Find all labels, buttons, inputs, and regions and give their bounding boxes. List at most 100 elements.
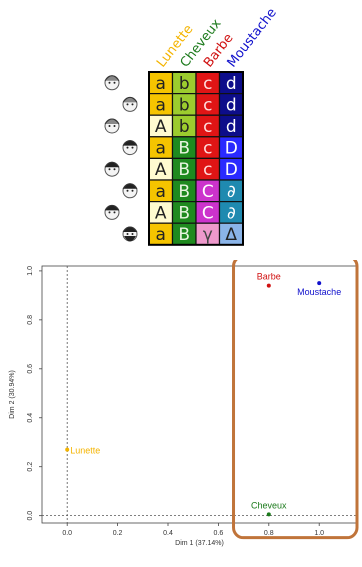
face-eye (113, 81, 116, 84)
face-eye (126, 103, 129, 106)
face-eye (126, 189, 129, 192)
face-eye (126, 146, 129, 149)
table-cell-text: d (226, 74, 237, 94)
face-hair (122, 183, 138, 190)
data-point-label: Moustache (297, 287, 341, 297)
table-cell-text: ∂ (227, 203, 236, 223)
table-cell-text: a (156, 74, 166, 94)
y-tick-label: 0.6 (27, 364, 34, 374)
face-eye (108, 81, 111, 84)
table-cell-text: γ (203, 225, 213, 245)
face-eye (131, 189, 134, 192)
face-icon (104, 204, 120, 220)
table-cell-text: C (202, 203, 214, 223)
face-eye (113, 168, 116, 171)
table-cell-text: D (225, 160, 238, 180)
face-eye (131, 146, 134, 149)
face-eye (108, 125, 111, 127)
face-hair (122, 96, 138, 103)
table-cell-text: B (178, 182, 190, 202)
face-eye (113, 125, 116, 127)
table-cell-text: b (179, 95, 190, 115)
table-cell-text: c (203, 160, 212, 180)
y-tick-label: 0.8 (27, 315, 34, 325)
face-hair (104, 75, 120, 82)
table-cell-text: C (202, 182, 214, 202)
data-point (266, 512, 271, 517)
table-cell-text: c (203, 117, 212, 137)
x-tick-label: 0.8 (264, 530, 274, 537)
x-tick-label: 0.0 (62, 530, 72, 537)
table-cell-text: D (225, 139, 238, 159)
table-cell-text: B (178, 160, 190, 180)
face-eye (126, 233, 129, 235)
y-tick-label: 0.4 (27, 413, 34, 423)
x-tick-label: 0.2 (113, 530, 123, 537)
table-cell-text: d (226, 95, 237, 115)
x-tick-label: 1.0 (314, 530, 324, 537)
table-cell-text: A (155, 203, 167, 223)
x-tick-label: 0.6 (214, 530, 224, 537)
data-point-label: Lunette (70, 446, 100, 456)
data-point (65, 447, 70, 452)
table-cell-text: A (155, 117, 167, 137)
table-cell-text: b (179, 74, 190, 94)
table-cell-text: B (178, 225, 190, 245)
x-axis-label: Dim 1 (37.14%) (175, 540, 224, 547)
plot-area (41, 265, 358, 524)
face-beard (124, 236, 136, 242)
table-cell-text: a (156, 182, 166, 202)
table-cell-text: A (155, 160, 167, 180)
data-point-label: Barbe (257, 272, 281, 282)
face-eye (113, 211, 116, 214)
face-hair (122, 226, 138, 233)
face-icon (122, 183, 138, 199)
highlight-rounded-rect (232, 260, 359, 540)
table-cell-text: a (156, 139, 166, 159)
table-cell-text: B (178, 139, 190, 159)
y-tick-label: 0.2 (27, 462, 34, 472)
table-cell-text: b (179, 117, 190, 137)
faces-column (104, 75, 138, 242)
face-icon (104, 75, 120, 91)
table-cell-text: ∂ (227, 182, 236, 202)
y-tick-label: 1.0 (27, 266, 34, 276)
table-border (148, 71, 244, 246)
y-tick-label: 0.0 (27, 511, 34, 521)
table-cell-text: B (178, 203, 190, 223)
face-icon (122, 226, 138, 242)
face-icon (104, 161, 120, 177)
face-hair (104, 204, 120, 211)
face-eye (131, 103, 134, 106)
table-cell-text: a (156, 225, 166, 245)
table-cell-text: c (203, 139, 212, 159)
face-eye (131, 233, 134, 235)
table-cell-text: Δ (225, 225, 237, 245)
x-tick-label: 0.4 (163, 530, 173, 537)
table-cell-text: a (156, 95, 166, 115)
face-hair (122, 140, 138, 146)
face-icon (104, 118, 120, 134)
face-hair (104, 161, 120, 168)
plot-frame (41, 265, 358, 524)
face-hair (104, 118, 120, 125)
data-point (266, 283, 271, 288)
table-cell-text: c (203, 95, 212, 115)
table-cell-text: c (203, 74, 212, 94)
table-cell-text: d (226, 117, 237, 137)
face-icon (122, 96, 138, 112)
face-icon (122, 140, 138, 156)
face-eye (108, 211, 111, 214)
face-eye (108, 168, 111, 171)
highlight-box (232, 260, 359, 540)
y-axis-label: Dim 2 (30.94%) (9, 370, 16, 419)
data-point-label: Cheveux (251, 500, 287, 510)
data-point (317, 281, 322, 286)
